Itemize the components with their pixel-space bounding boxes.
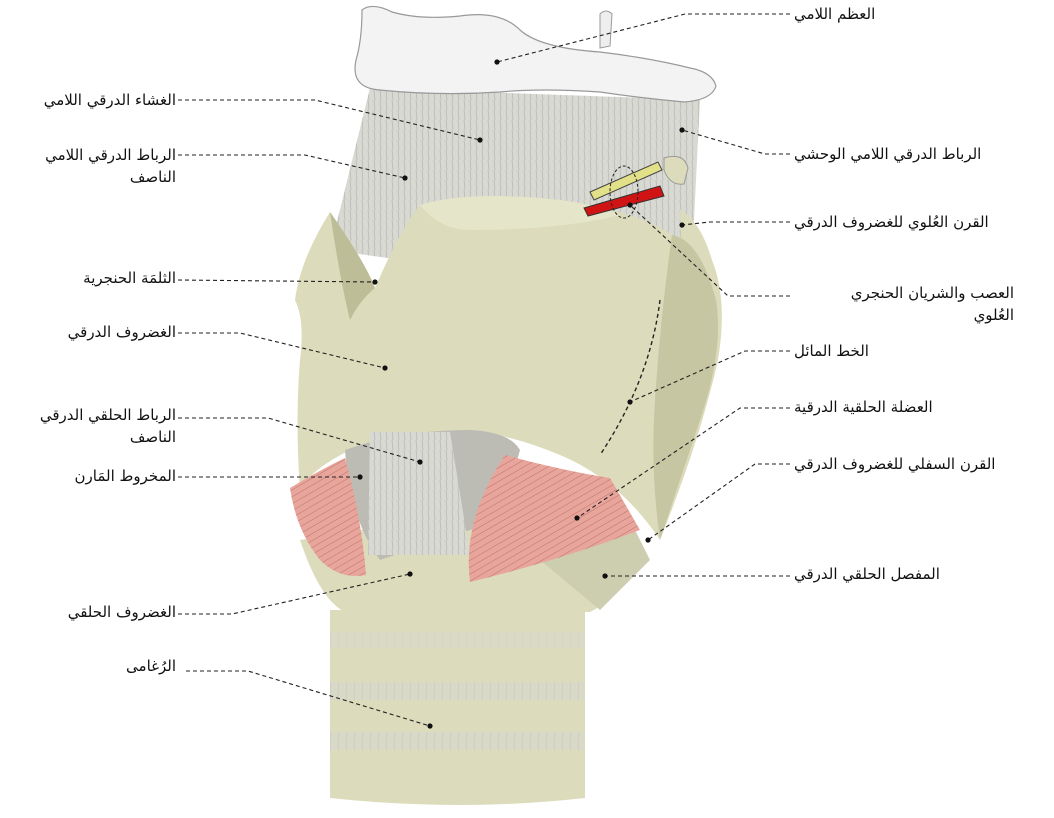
- dot-superior-horn: [679, 222, 684, 227]
- dot-nerve-artery: [627, 202, 632, 207]
- label-trachea: الرُغامى: [8, 655, 176, 677]
- dot-median-cricothyroid-ligament: [417, 459, 422, 464]
- label-superior-laryngeal-nerve-artery: العصب والشريان الحنجري العُلوي: [794, 282, 1014, 326]
- label-thyrohyoid-membrane: الغشاء الدرقي اللامي: [8, 89, 176, 111]
- label-cricothyroid-joint: المفصل الحلقي الدرقي: [794, 563, 940, 585]
- label-median-cricothyroid-ligament-line2: الناصف: [8, 426, 176, 448]
- hyoid-bone-shape: [355, 6, 716, 102]
- label-superior-horn: القرن العُلوي للغضروف الدرقي: [794, 211, 989, 233]
- label-median-cricothyroid-ligament-line1: الرباط الحلقي الدرقي: [8, 404, 176, 426]
- label-inferior-horn: القرن السفلي للغضروف الدرقي: [794, 453, 995, 475]
- label-lateral-thyrohyoid-ligament: الرباط الدرقي اللامي الوحشي: [794, 143, 981, 165]
- label-superior-laryngeal-nerve-artery-line1: العصب والشريان الحنجري: [794, 282, 1014, 304]
- dot-oblique-line: [627, 399, 632, 404]
- label-median-thyrohyoid-ligament: الرباط الدرقي اللامي الناصف: [8, 144, 176, 188]
- label-laryngeal-notch: الثلمَة الحنجرية: [8, 267, 176, 289]
- label-conus-elasticus: المخروط المَارن: [8, 465, 176, 487]
- label-cricothyroid-muscle: العضلة الحلقية الدرقية: [794, 396, 933, 418]
- label-median-thyrohyoid-ligament-line2: الناصف: [8, 166, 176, 188]
- dot-lateral-thyrohyoid-ligament: [679, 127, 684, 132]
- label-cricoid-cartilage: الغضروف الحلقي: [8, 601, 176, 623]
- dot-cricothyroid-muscle: [574, 515, 579, 520]
- dot-thyrohyoid-membrane: [477, 137, 482, 142]
- dot-conus-elasticus: [357, 474, 362, 479]
- label-superior-laryngeal-nerve-artery-line2: العُلوي: [794, 304, 1014, 326]
- dot-laryngeal-notch: [372, 279, 377, 284]
- dot-cricothyroid-joint: [602, 573, 607, 578]
- dot-median-thyrohyoid-ligament: [402, 175, 407, 180]
- dot-trachea: [427, 723, 432, 728]
- trachea-shape: [330, 610, 585, 805]
- label-median-cricothyroid-ligament: الرباط الحلقي الدرقي الناصف: [8, 404, 176, 448]
- label-thyroid-cartilage: الغضروف الدرقي: [8, 321, 176, 343]
- leader-superior-horn: [682, 222, 790, 225]
- dot-thyroid-cartilage: [382, 365, 387, 370]
- dot-inferior-horn: [645, 537, 650, 542]
- label-oblique-line: الخط المائل: [794, 340, 869, 362]
- dot-cricoid-cartilage: [407, 571, 412, 576]
- label-hyoid-bone: العظم اللامي: [794, 3, 875, 25]
- dot-hyoid: [494, 59, 499, 64]
- label-median-thyrohyoid-ligament-line1: الرباط الدرقي اللامي: [8, 144, 176, 166]
